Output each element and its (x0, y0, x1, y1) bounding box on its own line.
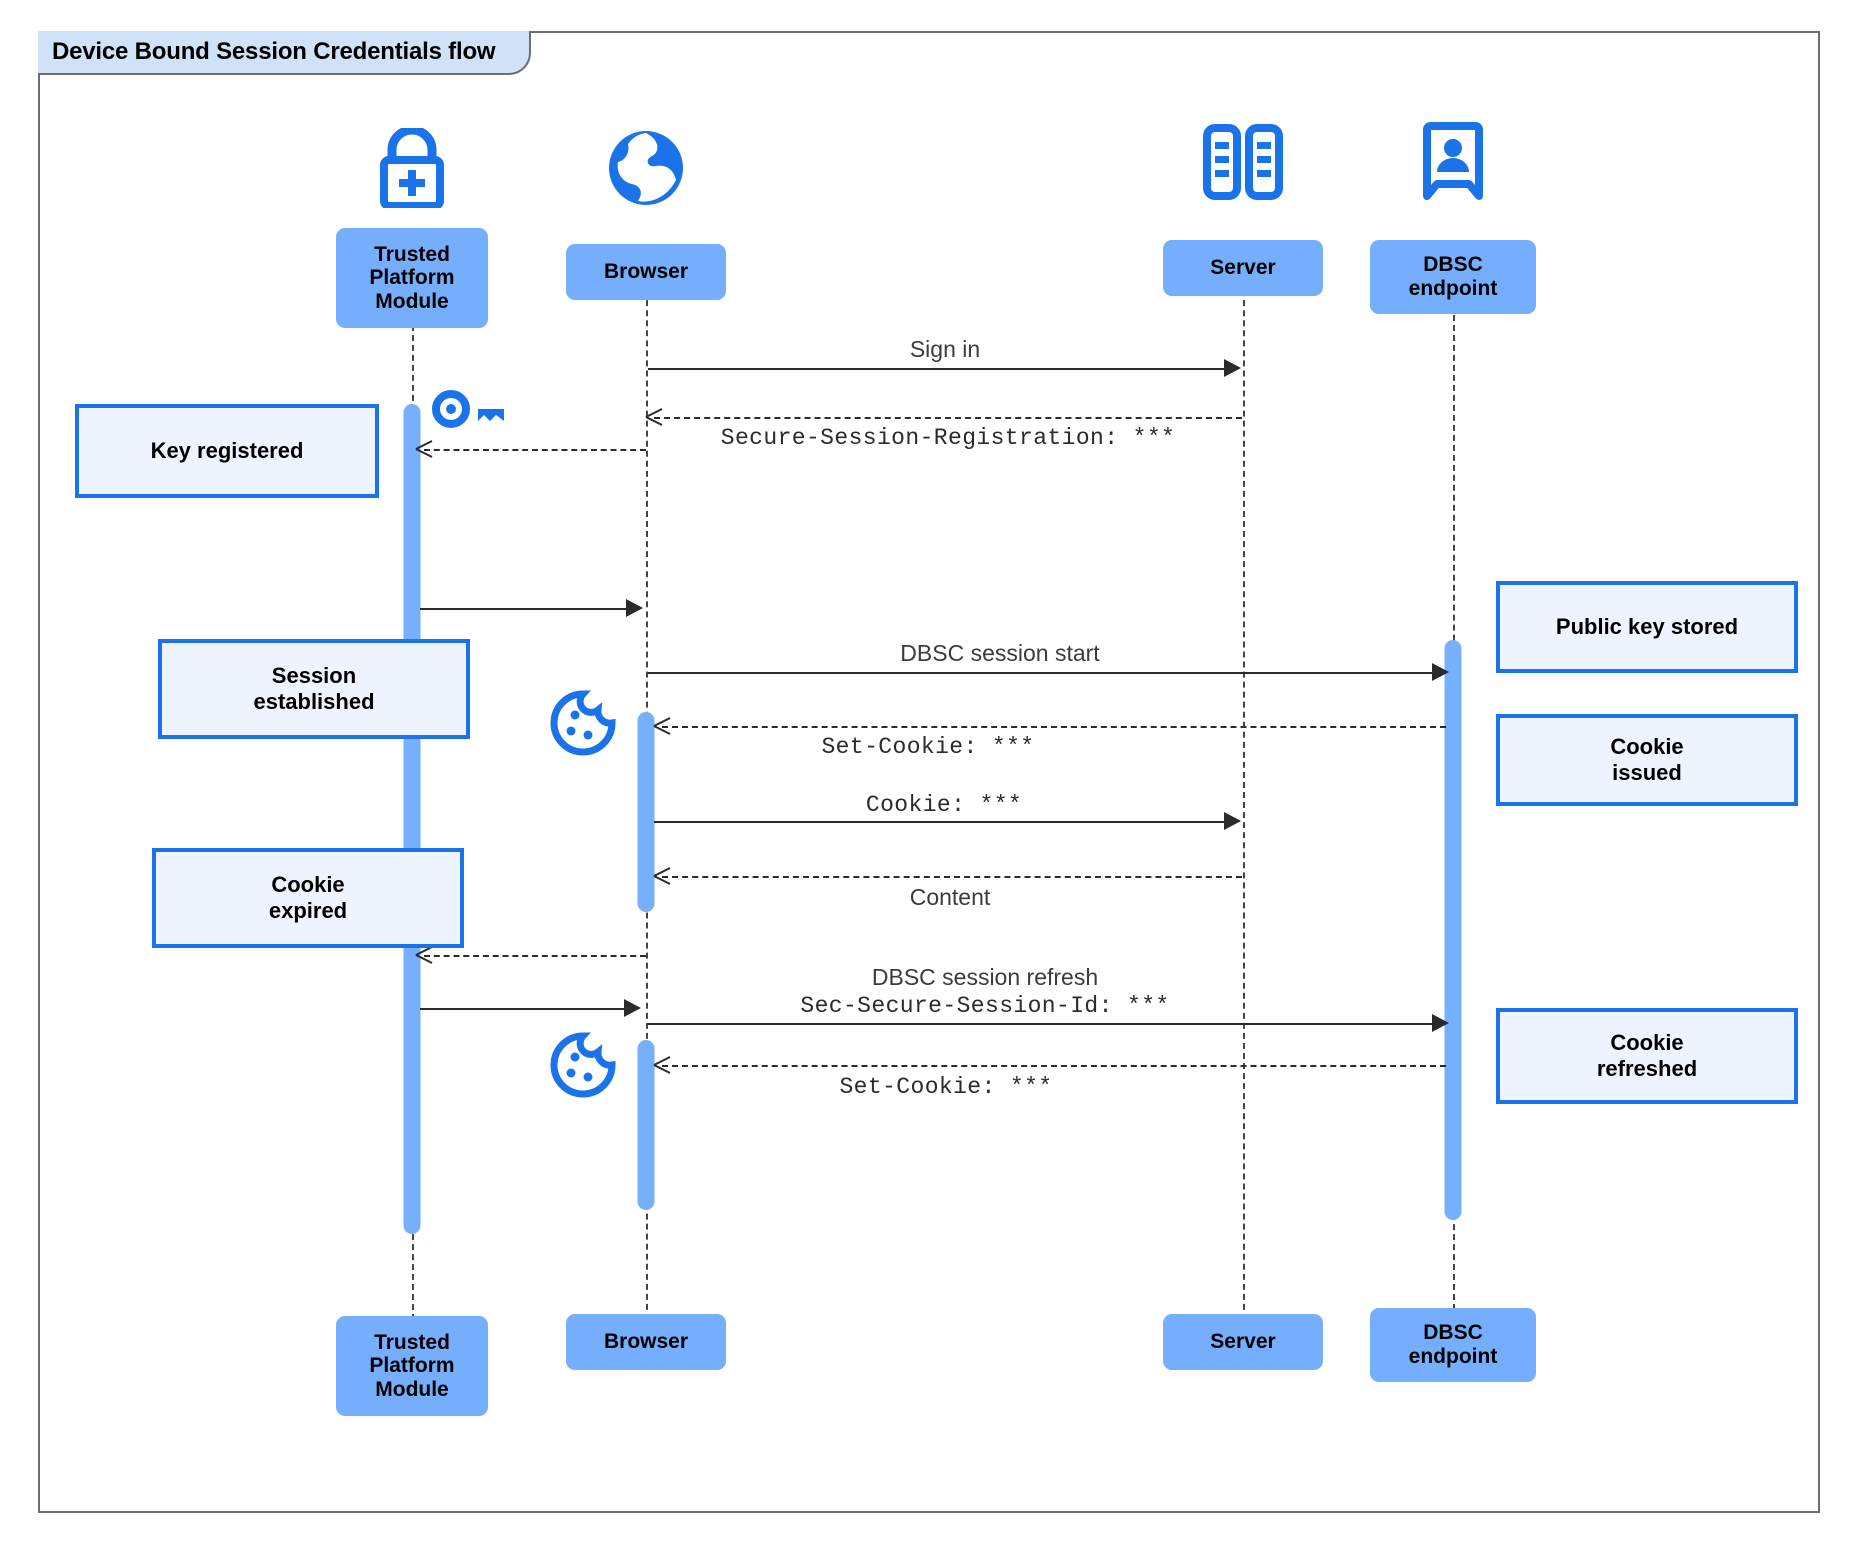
activation-browser-1 (637, 712, 655, 912)
message-tpm-key-response-arrowhead (415, 440, 433, 458)
participant-tpm-bottom-label-2: Platform (369, 1354, 455, 1378)
note-public-key-stored-label: Public key stored (1555, 613, 1739, 639)
activation-dbsc (1444, 640, 1462, 1220)
message-dbsc-session-refresh-line-b (648, 1023, 1438, 1025)
participant-browser-bottom-label: Browser (603, 1330, 689, 1354)
participant-dbsc-bottom-label-2: endpoint (1408, 1345, 1498, 1368)
message-set-cookie-1-label: Set-Cookie: *** (821, 734, 1035, 760)
message-set-cookie-2-line (662, 1065, 1446, 1067)
participant-tpm-label-2: Platform (369, 266, 455, 290)
note-session-established-label-2: established (253, 689, 375, 714)
message-set-cookie-1-line (662, 726, 1446, 728)
message-browser-to-tpm-arrowhead (415, 946, 433, 964)
participant-server-top[interactable]: Server (1163, 240, 1323, 296)
note-cookie-expired-label-1: Cookie (271, 871, 345, 897)
note-session-established-label-1: Session (271, 662, 357, 688)
lifeline-server (1243, 250, 1245, 1330)
participant-dbsc-bottom[interactable]: DBSC endpoint (1370, 1308, 1536, 1382)
diagram-title: Device Bound Session Credentials flow (52, 38, 496, 65)
participant-server-bottom-label: Server (1210, 1330, 1276, 1354)
activation-tpm (403, 404, 421, 1234)
note-cookie-issued: Cookie issued (1496, 714, 1798, 806)
message-sign-in-label: Sign in (909, 336, 981, 362)
lock-plus-icon (362, 125, 462, 210)
note-cookie-refreshed-label-2: refreshed (1596, 1056, 1698, 1081)
id-badge-icon (1417, 122, 1489, 204)
participant-browser-top[interactable]: Browser (566, 244, 726, 300)
participant-browser-bottom[interactable]: Browser (566, 1314, 726, 1370)
message-sign-in-line (648, 368, 1236, 370)
message-set-cookie-2-arrowhead (653, 1056, 671, 1074)
participant-dbsc-top[interactable]: DBSC endpoint (1370, 240, 1536, 314)
message-browser-to-tpm-line (424, 955, 646, 957)
participant-tpm-label-3: Module (375, 289, 449, 313)
message-dbsc-session-refresh-label-line2: Sec-Secure-Session-Id: *** (800, 993, 1170, 1020)
note-cookie-refreshed-label-1: Cookie (1610, 1029, 1684, 1055)
message-tpm-key-response-line (424, 449, 646, 451)
message-content-line (662, 876, 1242, 878)
note-session-established: Session established (158, 639, 470, 739)
message-dbsc-session-refresh-arrowhead-a (624, 999, 641, 1017)
message-sign-in-arrowhead (1224, 359, 1241, 377)
message-cookie-request-label: Cookie: *** (865, 792, 1023, 818)
participant-browser-label: Browser (603, 260, 689, 284)
diagram-frame-tab: Device Bound Session Credentials flow (38, 31, 532, 75)
cookie-icon (550, 1032, 616, 1098)
participant-server-label: Server (1210, 256, 1276, 280)
note-key-registered: Key registered (75, 404, 379, 498)
participant-tpm-label-1: Trusted (374, 242, 450, 266)
participant-dbsc-label-1: DBSC (1423, 253, 1483, 277)
message-dbsc-session-start-arrowhead (1432, 663, 1449, 681)
note-key-registered-label: Key registered (150, 437, 304, 463)
message-cookie-request-arrowhead (1224, 812, 1241, 830)
participant-tpm-bottom-label-1: Trusted (374, 1330, 450, 1354)
message-content-arrowhead (653, 867, 671, 885)
note-cookie-issued-label-1: Cookie (1610, 733, 1684, 759)
message-dbsc-session-refresh-line-a (420, 1008, 628, 1010)
message-dbsc-session-start-line (648, 672, 1438, 674)
message-secure-session-registration-arrowhead (645, 408, 663, 426)
message-dbsc-session-start-label: DBSC session start (900, 640, 1100, 666)
key-icon (432, 385, 510, 433)
participant-dbsc-bottom-label-1: DBSC (1423, 1321, 1483, 1345)
message-cookie-request-line (654, 821, 1236, 823)
message-tpm-to-browser-arrowhead (626, 599, 643, 617)
note-cookie-issued-label-2: issued (1612, 760, 1682, 785)
participant-dbsc-label-2: endpoint (1408, 277, 1498, 300)
message-dbsc-session-refresh-label-line1: DBSC session refresh (871, 964, 1099, 990)
message-set-cookie-2-label: Set-Cookie: *** (839, 1074, 1053, 1100)
message-tpm-to-browser-line (420, 608, 630, 610)
message-dbsc-session-refresh-arrowhead-b (1432, 1014, 1449, 1032)
message-set-cookie-1-arrowhead (653, 717, 671, 735)
globe-icon (604, 126, 688, 210)
message-secure-session-registration-label: Secure-Session-Registration: *** (720, 425, 1176, 451)
participant-server-bottom[interactable]: Server (1163, 1314, 1323, 1370)
note-cookie-expired-label-2: expired (268, 898, 348, 923)
cookie-icon (550, 690, 616, 756)
message-secure-session-registration-line (654, 417, 1242, 419)
participant-tpm-bottom[interactable]: Trusted Platform Module (336, 1316, 488, 1416)
note-cookie-refreshed: Cookie refreshed (1496, 1008, 1798, 1104)
participant-tpm-bottom-label-3: Module (375, 1377, 449, 1401)
note-cookie-expired: Cookie expired (152, 848, 464, 948)
message-content-label: Content (909, 884, 991, 910)
participant-tpm-top[interactable]: Trusted Platform Module (336, 228, 488, 328)
message-dbsc-session-refresh-label: DBSC session refresh Sec-Secure-Session-… (800, 963, 1169, 1022)
server-rack-icon (1197, 122, 1289, 202)
note-public-key-stored: Public key stored (1496, 581, 1798, 673)
activation-browser-2 (637, 1040, 655, 1210)
